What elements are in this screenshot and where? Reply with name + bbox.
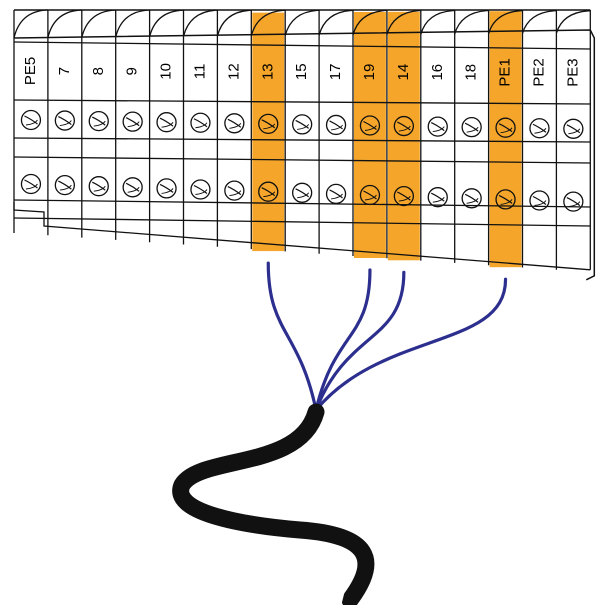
screw-lower-9 — [122, 177, 143, 198]
screw-lower-12 — [224, 180, 245, 201]
cable-layer — [172, 261, 508, 605]
screw-upper-PE2 — [529, 118, 550, 139]
screw-lower-18 — [461, 188, 482, 209]
screw-lower-17 — [325, 183, 347, 205]
screw-upper-10 — [156, 112, 177, 133]
wire-PE1 — [314, 277, 508, 412]
terminal-cap-18 — [454, 10, 489, 35]
screw-upper-9 — [122, 111, 143, 132]
screw-upper-PE1 — [495, 117, 516, 138]
bottom-rail — [13, 217, 591, 227]
terminal-cap-11 — [182, 9, 218, 37]
middle-rail — [13, 156, 591, 164]
terminal-label-15: 15 — [293, 63, 310, 80]
screw-upper-17 — [325, 114, 347, 136]
terminal-label-12: 12 — [225, 63, 242, 80]
wire-14 — [314, 270, 406, 412]
terminal-highlight-13 — [252, 12, 285, 252]
terminal-label-17: 17 — [327, 64, 344, 81]
screw-lower-PE1 — [495, 189, 516, 210]
label-top-rail — [13, 41, 591, 50]
screw-upper-13 — [258, 113, 279, 134]
terminal-cap-9 — [115, 9, 150, 38]
terminal-label-PE1: PE1 — [497, 58, 514, 86]
screw-upper-7 — [54, 110, 75, 131]
label-bottom-rail — [13, 99, 591, 105]
terminal-label-14: 14 — [395, 64, 412, 81]
screw-lower-PE5 — [20, 173, 42, 195]
screw-lower-15 — [291, 182, 313, 203]
terminal-label-16: 16 — [429, 64, 446, 81]
cable-cut-highlight — [338, 571, 350, 605]
screw-upper-16 — [427, 116, 448, 137]
upper-screw-rail — [13, 137, 591, 143]
terminal-highlight-PE1 — [489, 11, 522, 268]
screw-lower-PE3 — [563, 191, 584, 212]
terminal-cap-16 — [420, 9, 455, 35]
terminal-label-9: 9 — [124, 67, 141, 75]
terminal-label-PE2: PE2 — [530, 58, 547, 86]
screw-lower-7 — [54, 174, 75, 196]
screw-lower-8 — [88, 176, 109, 197]
screw-lower-11 — [190, 179, 211, 200]
screw-upper-PE3 — [563, 118, 584, 139]
screw-upper-12 — [224, 113, 245, 134]
wire-13 — [266, 261, 318, 412]
terminal-cap-7 — [47, 9, 82, 38]
terminal-label-18: 18 — [463, 64, 480, 81]
terminal-label-PE5: PE5 — [22, 57, 39, 85]
lower-screw-rail — [13, 199, 591, 208]
screw-upper-18 — [461, 117, 482, 138]
screw-lower-13 — [258, 181, 279, 202]
terminal-label-19: 19 — [361, 64, 378, 81]
terminal-cap-PE5 — [13, 9, 48, 39]
terminal-label-8: 8 — [90, 67, 107, 75]
strip-bottom-edge — [13, 202, 591, 271]
terminal-cap-12 — [216, 9, 252, 37]
terminal-cap-17 — [318, 9, 353, 36]
terminal-strip-body — [13, 9, 596, 281]
terminal-labels: PE5 7 8 9 10 11 12 13 15 17 19 14 16 18 PE1 PE2 PE3 — [22, 57, 581, 87]
screw-lower-19 — [359, 184, 381, 206]
cable-sheath — [172, 403, 375, 605]
screw-lower-PE2 — [529, 190, 550, 211]
terminal-label-13: 13 — [259, 63, 276, 80]
screw-lower-10 — [156, 178, 177, 199]
terminal-label-7: 7 — [56, 67, 73, 75]
terminal-cap-8 — [81, 9, 116, 38]
terminal-cap-15 — [284, 9, 320, 36]
terminal-cap-PE2 — [521, 10, 557, 34]
screw-lower-14 — [393, 185, 415, 207]
screw-upper-PE5 — [20, 109, 42, 131]
terminal-cap-10 — [148, 9, 184, 37]
screw-upper-15 — [291, 114, 313, 135]
screw-upper-19 — [359, 115, 381, 136]
strip-right-edge — [13, 29, 596, 281]
terminal-label-11: 11 — [191, 64, 208, 80]
terminal-label-10: 10 — [158, 63, 175, 80]
screw-lower-16 — [427, 187, 448, 208]
screw-upper-11 — [190, 112, 211, 133]
screw-upper-14 — [393, 115, 415, 137]
terminal-label-PE3: PE3 — [564, 58, 581, 86]
screw-upper-8 — [88, 110, 109, 132]
terminal-cap-PE3 — [555, 10, 591, 34]
wire-19 — [314, 268, 372, 412]
